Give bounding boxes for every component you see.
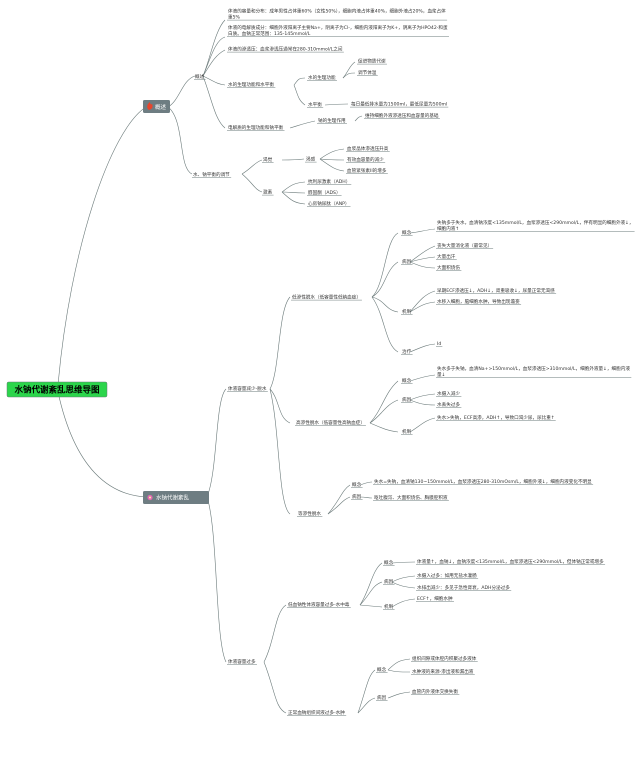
node-sodium-basis: 维持细胞外液渗透压和血容量的基础 xyxy=(365,112,439,119)
node-thirst-cause-3: 血管紧张素II的增多 xyxy=(347,167,387,174)
node-hypotonic-mech: 机制 xyxy=(402,308,412,315)
node-regulation: 水、钠平衡的调节 xyxy=(193,171,230,178)
node-hypotonic-treat-1: Id xyxy=(437,341,441,347)
node-hypotonic-concept: 概念 xyxy=(402,229,412,236)
node-thirst-sense: 渴感 xyxy=(306,156,316,163)
node-water-function: 水的生理功能和水平衡 xyxy=(228,81,274,88)
node-edema-concept-1: 组织间隙或体腔内积聚过多液体 xyxy=(412,655,477,662)
flower-icon xyxy=(147,494,153,501)
branch-overview-label: 概述 xyxy=(155,103,167,111)
node-edema-concept-2: 水肿液的来源-渗出液和漏出液 xyxy=(412,668,474,675)
node-water-physiology: 水的生理功能 xyxy=(308,74,336,81)
root-label: 水钠代谢紊乱思维导图 xyxy=(13,385,99,396)
node-fluid-excess: 体液容量过多 xyxy=(228,658,256,665)
node-hypertonic-cause-1: 水摄入减少 xyxy=(437,390,460,397)
branch-disorder-label: 水钠代谢紊乱 xyxy=(156,494,190,502)
overview-subtree: 概述 体液的容量和分布：成年男性占体重60%（女性50%），细胞内液占体重40%… xyxy=(192,7,449,207)
node-hypertonic-cause-2: 水丢失过多 xyxy=(437,401,460,408)
node-dehydration: 体液容量减少-脱水 xyxy=(228,385,267,392)
node-thirst-cause-2: 有效血容量的减少 xyxy=(347,156,384,163)
node-edema-cause-1: 血管内外液体交换失衡 xyxy=(412,688,458,695)
node-thirst-cause-1: 血浆晶体渗透压升高 xyxy=(347,145,389,152)
branch-overview[interactable]: 概述 xyxy=(143,100,170,113)
node-hypotonic-mech-1: 早期ECF渗透压↓，ADH↓，肾重吸收↓，尿量正常无渴感 xyxy=(437,287,555,294)
node-electrolyte-function: 电解质的生理功能和钠平衡 xyxy=(228,124,284,131)
node-intox-mech-1: ECF↑，细胞水肿 xyxy=(417,595,453,602)
node-edema-concept: 概念 xyxy=(377,666,387,673)
node-hypotonic: 低渗性脱水（低容量性低钠血症） xyxy=(292,294,361,301)
node-hypotonic-cause-2: 大量出汗 xyxy=(437,253,456,260)
edges xyxy=(57,19,436,714)
node-water-intoxication: 低血钠性体液容量过多-水中毒 xyxy=(288,601,350,608)
node-hormones: 激素 xyxy=(263,189,273,196)
disorder-subtree: 体液容量减少-脱水 低渗性脱水（低容量性低钠血症） 概念 失钠多于失水，血清钠浓… xyxy=(227,219,635,716)
node-hypertonic: 高渗性脱水（低容量性高钠血症） xyxy=(296,419,365,426)
node-isotonic-cause: 病因 xyxy=(352,493,362,500)
node-isotonic-concept: 概念 xyxy=(352,481,362,488)
node-hypotonic-cause: 病因 xyxy=(402,258,412,265)
node-hypertonic-cause: 病因 xyxy=(402,396,412,403)
node-intox-cause-2: 水排出减少：多见于急性肾衰，ADH分泌过多 xyxy=(417,584,510,591)
node-isotonic-cause-1: 呕吐腹泻、大面积烧伤、胸膜腔积液 xyxy=(374,494,448,501)
node-hypotonic-cause-3: 大面积烧伤 xyxy=(437,264,460,271)
node-intox-cause-1: 水摄入过多：如用无盐水灌肠 xyxy=(417,572,477,579)
node-promote-metabolism: 促进物质代谢 xyxy=(358,58,386,65)
node-hypotonic-concept-text: 失钠多于失水，血清钠浓度<135mmol/L，血浆渗透压<290mmol/L，伴… xyxy=(437,219,634,232)
node-hypertonic-concept-text: 失水多于失钠，血清Na+>150mmol/L，血浆渗透压>310mmol/L，细… xyxy=(437,365,630,378)
node-edema-cause: 病因 xyxy=(377,694,387,701)
node-electrolyte: 体液的电解质成分：细胞外液阳离子主要Na+，阴离子为Cl-，细胞内液阳离子为K+… xyxy=(228,24,448,37)
node-hypertonic-concept: 概念 xyxy=(402,377,412,384)
node-adh: 抗利尿激素（ADH） xyxy=(308,178,350,185)
node-sodium-role: 钠的生理作用 xyxy=(318,117,346,124)
node-water-balance: 水平衡 xyxy=(308,101,322,108)
node-isotonic-concept-text: 失水=失钠，血清钠130~150mmol/L，血浆渗透压280-310mOsm/… xyxy=(374,478,592,485)
node-body-fluid-volume: 体液的容量和分布：成年男性占体重60%（女性50%），细胞内液占体重40%，细胞… xyxy=(228,7,446,20)
node-hypertonic-mech: 机制 xyxy=(402,428,412,435)
root-node[interactable]: 水钠代谢紊乱思维导图 xyxy=(6,381,108,398)
node-hypotonic-mech-2: 水移入细胞，脑细胞水肿，导致出现谵妄 xyxy=(437,298,520,305)
node-hypotonic-treat: 治疗 xyxy=(402,348,412,355)
node-intox-cause: 病因 xyxy=(384,578,394,585)
node-label: 概述 xyxy=(195,73,205,80)
node-hypertonic-mech-1: 失水>失钠，ECF高渗，ADH↑，导致口渴少尿，尿比重↑ xyxy=(437,414,555,421)
node-isotonic: 等渗性脱水 xyxy=(298,510,321,517)
node-intox-concept: 概念 xyxy=(384,559,394,566)
node-min-output: 每日最低排水量为1500ml，最低尿量为500ml xyxy=(351,101,447,108)
fire-icon xyxy=(147,102,153,110)
node-anp: 心房钠尿肽（ANP） xyxy=(308,200,350,207)
node-ads: 醛固酮（ADS） xyxy=(308,189,341,196)
node-thermoregulation: 调节体温 xyxy=(358,69,377,76)
node-thirst: 渴觉 xyxy=(263,156,273,163)
node-intox-mech: 机制 xyxy=(384,603,394,610)
branch-disorder[interactable]: 水钠代谢紊乱 xyxy=(143,491,209,504)
node-hypotonic-cause-1: 丧失大量消化液（最常见） xyxy=(437,242,492,249)
node-intox-concept-text: 体液量↑，血钠↓，血钠浓度<135mmol/L，血浆渗透压<290mmol/L，… xyxy=(417,558,604,565)
node-osmotic: 体液的渗透压：血浆渗透压通常在280-310mmol/L之间 xyxy=(228,46,343,53)
node-edema: 正常血钠组织间液过多-水肿 xyxy=(288,709,345,716)
